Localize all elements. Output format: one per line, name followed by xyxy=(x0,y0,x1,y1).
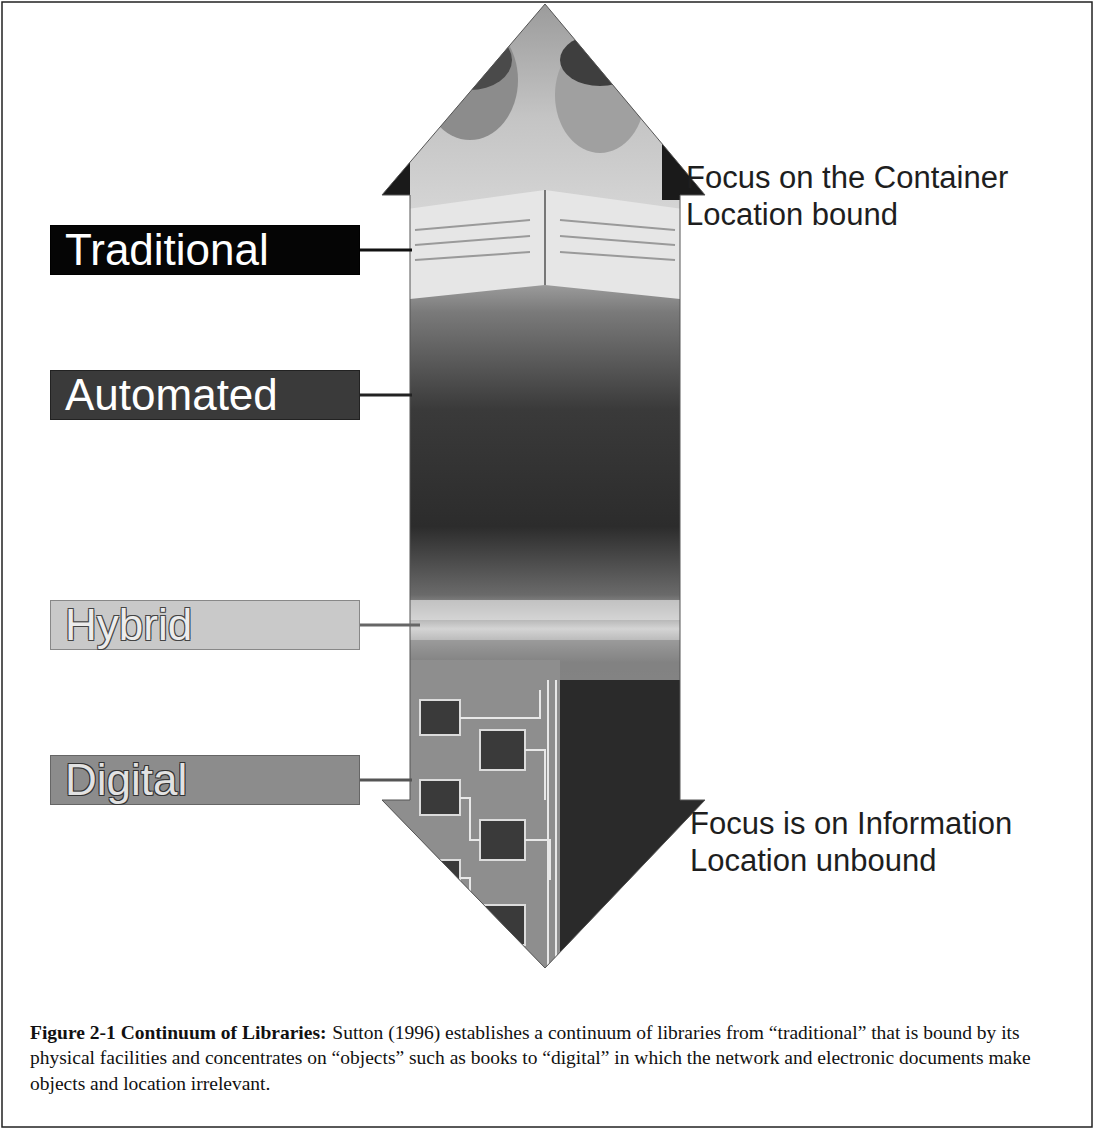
focus-note: Location unbound xyxy=(690,843,937,879)
focus-note: Location bound xyxy=(686,197,898,233)
figure-caption: Figure 2-1 Continuum of Libraries:Sutton… xyxy=(30,1020,1070,1096)
focus-note: Focus on the Container xyxy=(686,160,1008,196)
stage-name: Automated xyxy=(65,373,278,417)
figure-title: Figure 2-1 Continuum of Libraries: xyxy=(30,1022,326,1043)
stage-label-box: Hybrid xyxy=(50,600,360,650)
stage-name: Traditional xyxy=(65,228,269,272)
focus-note: Focus is on Information xyxy=(690,806,1012,842)
stage-name: Hybrid xyxy=(65,603,192,647)
stage-name: Digital xyxy=(65,758,187,802)
stage-label-box: Traditional xyxy=(50,225,360,275)
stage-label-box: Automated xyxy=(50,370,360,420)
stage-label-box: Digital xyxy=(50,755,360,805)
